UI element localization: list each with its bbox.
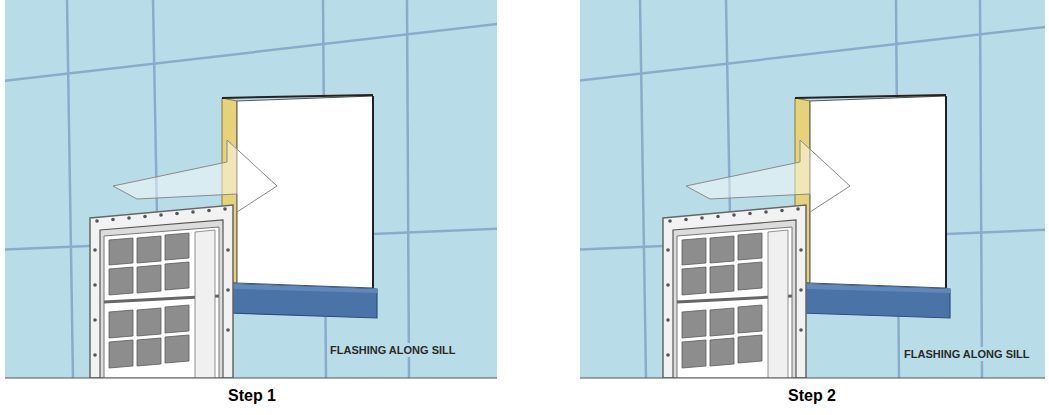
callout-label: FLASHING ALONG SILL <box>902 347 1031 361</box>
callout-label: FLASHING ALONG SILL <box>328 343 457 357</box>
step-caption: Step 1 <box>228 387 276 405</box>
step-caption: Step 2 <box>788 387 836 405</box>
